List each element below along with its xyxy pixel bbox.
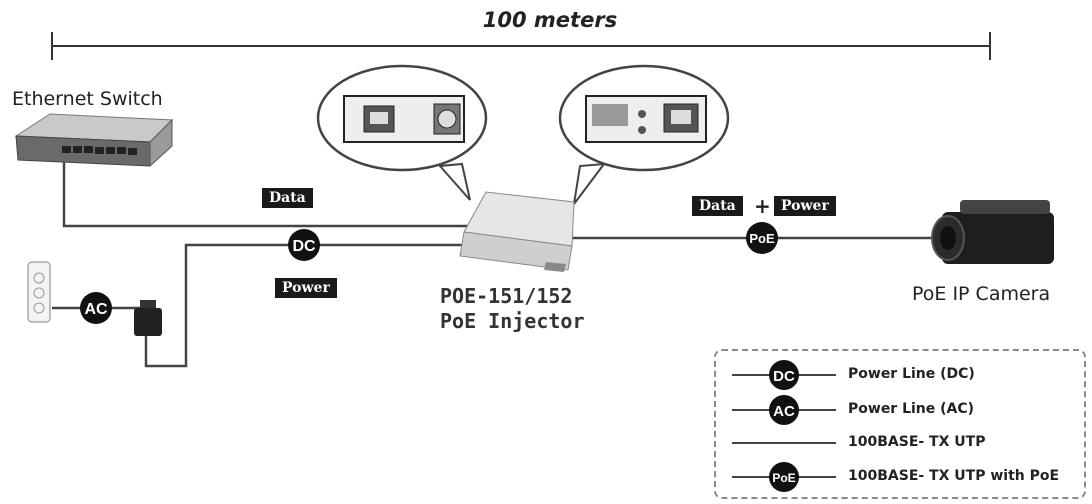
poe-badge: PoE	[746, 222, 778, 254]
ac-badge-text: AC	[84, 301, 108, 318]
data-tag-left: Data	[262, 188, 313, 208]
legend-dc-badge: DC	[769, 360, 799, 390]
distance-dimension-line	[51, 32, 991, 60]
legend-dc-badge-text: DC	[773, 368, 795, 385]
injector-data-port-callout	[316, 64, 488, 201]
legend-dc-label: Power Line (DC)	[848, 366, 975, 382]
cables	[52, 160, 940, 368]
ethernet-switch-icon	[14, 113, 174, 168]
distance-label: 100 meters	[482, 8, 618, 32]
injector-type-label: PoE Injector	[440, 309, 585, 333]
legend-ac-label: Power Line (AC)	[848, 401, 975, 417]
ethernet-switch-label: Ethernet Switch	[12, 88, 163, 110]
camera-label: PoE IP Camera	[912, 283, 1051, 305]
legend-poe-label: 100BASE- TX UTP with PoE	[848, 468, 1060, 484]
injector-label: POE-151/152 PoE Injector	[440, 284, 585, 334]
legend-ac-badge-text: AC	[773, 403, 795, 420]
injector-model-label: POE-151/152	[440, 284, 573, 308]
legend-poe-badge-text: PoE	[772, 471, 795, 485]
legend-box	[714, 349, 1086, 499]
legend-poe-badge: PoE	[769, 462, 799, 492]
dc-badge-text: DC	[292, 238, 316, 255]
plus-sign: +	[754, 194, 771, 218]
injector-poe-port-callout	[558, 64, 730, 205]
dc-power-cable	[144, 243, 470, 368]
dc-badge: DC	[288, 229, 320, 261]
ip-camera-icon	[931, 200, 1054, 264]
data-tag-right: Data	[692, 196, 743, 216]
poe-badge-text: PoE	[749, 231, 775, 246]
power-tag-right: Power	[774, 196, 836, 216]
poe-injector-icon	[459, 191, 575, 272]
power-tag: Power	[275, 278, 337, 298]
legend-utp-label: 100BASE- TX UTP	[848, 434, 986, 450]
legend-ac-badge: AC	[769, 395, 799, 425]
data-cable	[62, 160, 470, 228]
ac-badge: AC	[80, 292, 112, 324]
power-adapter-icon	[134, 300, 162, 336]
wall-outlet-icon	[27, 261, 51, 323]
